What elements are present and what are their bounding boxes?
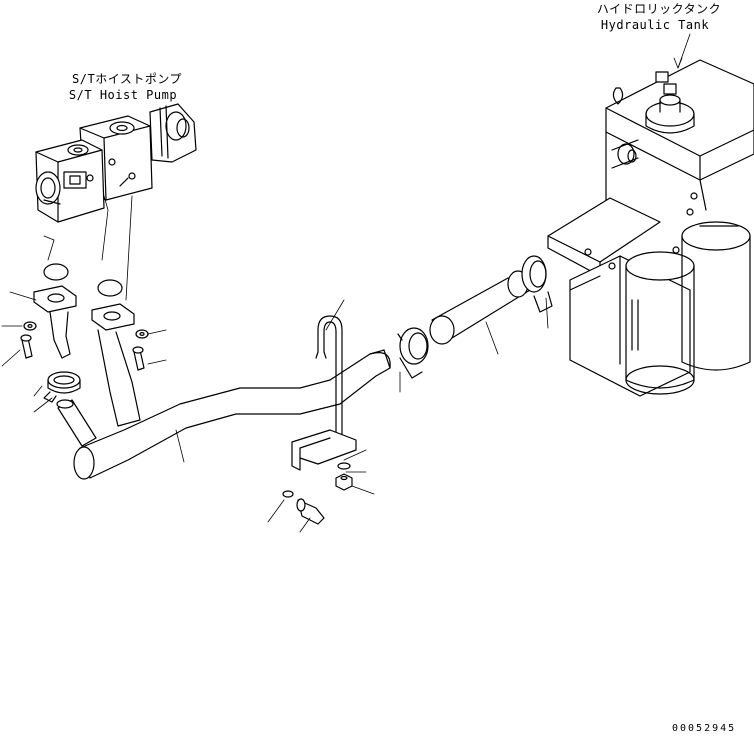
flange-left xyxy=(34,286,76,312)
hoist-pump xyxy=(36,104,196,222)
drawing-number: 00052945 xyxy=(672,723,737,734)
suction-tube xyxy=(74,350,390,479)
washer-small xyxy=(283,491,293,497)
washer xyxy=(338,463,350,469)
hose-clamp-1 xyxy=(398,328,428,378)
pump-label-en: S/T Hoist Pump xyxy=(68,88,178,102)
o-ring-left xyxy=(44,264,68,280)
hose-clamp-2 xyxy=(522,256,552,312)
tank-label-en: Hydraulic Tank xyxy=(600,18,710,32)
callout-leaders xyxy=(2,292,548,532)
pump-label-jp: S/Tホイストポンプ xyxy=(72,72,182,86)
bracket xyxy=(292,430,356,470)
tank-label-jp: ハイドロリックタンク xyxy=(596,2,722,16)
o-ring-right xyxy=(98,280,122,296)
hose-main xyxy=(430,271,530,344)
clamp-left xyxy=(48,372,80,388)
flange-right xyxy=(92,304,134,330)
hydraulic-tank xyxy=(548,60,754,396)
u-bolt xyxy=(318,316,342,452)
